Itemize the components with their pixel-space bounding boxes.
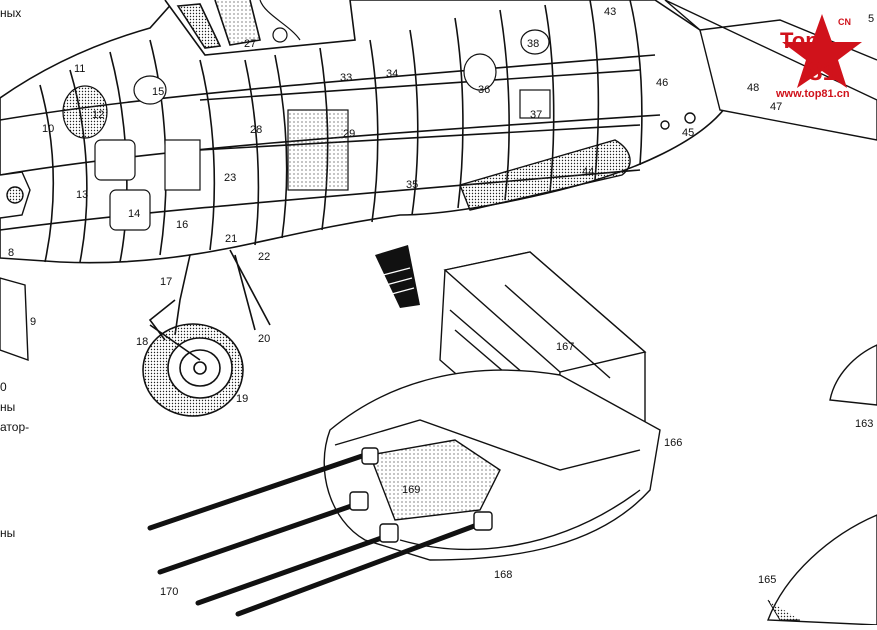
side-text-2: 0 [0, 380, 7, 394]
callout-22: 22 [258, 251, 270, 263]
site-logo: Top 81 CN [780, 14, 862, 88]
callout-28: 28 [250, 124, 262, 136]
callout-labels: 5 8 9 10 11 12 13 14 15 16 17 18 19 20 2… [8, 6, 874, 598]
star-icon [782, 14, 862, 88]
callout-33: 33 [340, 72, 352, 84]
ventral-fairing [459, 139, 631, 211]
callout-43: 43 [604, 6, 616, 18]
logo-brand-num: 81 [808, 56, 837, 86]
callout-5: 5 [868, 13, 874, 25]
side-text-4: атор- [0, 420, 30, 434]
landing-gear [142, 249, 271, 417]
callout-16: 16 [176, 219, 188, 231]
callout-27: 27 [244, 38, 256, 50]
callout-12: 12 [92, 109, 104, 121]
direction-arrow [375, 245, 420, 308]
callout-38: 38 [527, 38, 539, 50]
logo-brand-top: Top [780, 28, 819, 53]
fuselage [0, 0, 726, 264]
callout-29: 29 [343, 128, 355, 140]
callout-34: 34 [386, 68, 398, 80]
part-165-detail [767, 599, 800, 621]
side-text-5: ны [0, 526, 16, 540]
barrel-muzzles [349, 447, 493, 543]
callout-11: 11 [74, 63, 85, 75]
callout-17: 17 [160, 276, 172, 288]
callout-46: 46 [656, 77, 668, 89]
callout-15: 15 [152, 86, 164, 98]
callout-165: 165 [758, 574, 776, 586]
callout-45: 45 [682, 127, 694, 139]
callout-167: 167 [556, 341, 574, 353]
callout-21: 21 [225, 233, 237, 245]
callout-169: 169 [402, 484, 420, 496]
logo-url[interactable]: www.top81.cn [776, 88, 850, 100]
gun-pack [323, 251, 661, 561]
side-text-3: ны [0, 400, 16, 414]
callout-18: 18 [136, 336, 148, 348]
nose-gun [0, 171, 31, 362]
callout-37: 37 [530, 109, 542, 121]
logo-brand-cn: CN [838, 17, 851, 27]
part-165 [767, 514, 877, 626]
callout-166: 166 [664, 437, 682, 449]
side-text-1: ных [0, 6, 22, 20]
callout-10: 10 [42, 123, 54, 135]
callout-170: 170 [160, 586, 178, 598]
callout-35: 35 [406, 179, 418, 191]
callout-23: 23 [224, 172, 236, 184]
callout-48: 48 [747, 82, 759, 94]
callout-36: 36 [478, 84, 490, 96]
callout-9: 9 [30, 316, 36, 328]
callout-20: 20 [258, 333, 270, 345]
callout-19: 19 [236, 393, 248, 405]
callout-163: 163 [855, 418, 873, 430]
callout-14: 14 [128, 208, 140, 220]
callout-8: 8 [8, 247, 14, 259]
callout-13: 13 [76, 189, 88, 201]
gun-barrels [147, 452, 488, 617]
callout-168: 168 [494, 569, 512, 581]
part-163 [829, 344, 877, 406]
callout-44: 44 [582, 166, 594, 178]
internal-equipment [62, 0, 551, 231]
callout-47: 47 [770, 101, 782, 113]
